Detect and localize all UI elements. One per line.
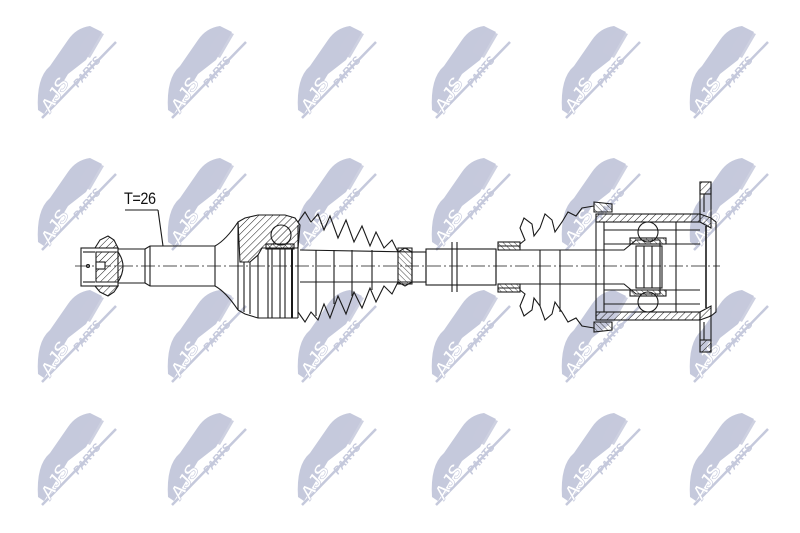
torque-annotation-label: T=26: [124, 189, 156, 208]
intermediate-shaft: [411, 242, 497, 292]
outer-spline-stub: [80, 235, 124, 297]
shaft-neck: [118, 221, 239, 311]
outer-cv-joint-housing: [237, 214, 301, 319]
outer-boot: [297, 210, 413, 324]
inner-tripod-joint-housing: [590, 213, 701, 321]
annotation-leader: [125, 209, 164, 247]
inner-boot: [497, 201, 613, 333]
mounting-flange: [699, 181, 717, 353]
